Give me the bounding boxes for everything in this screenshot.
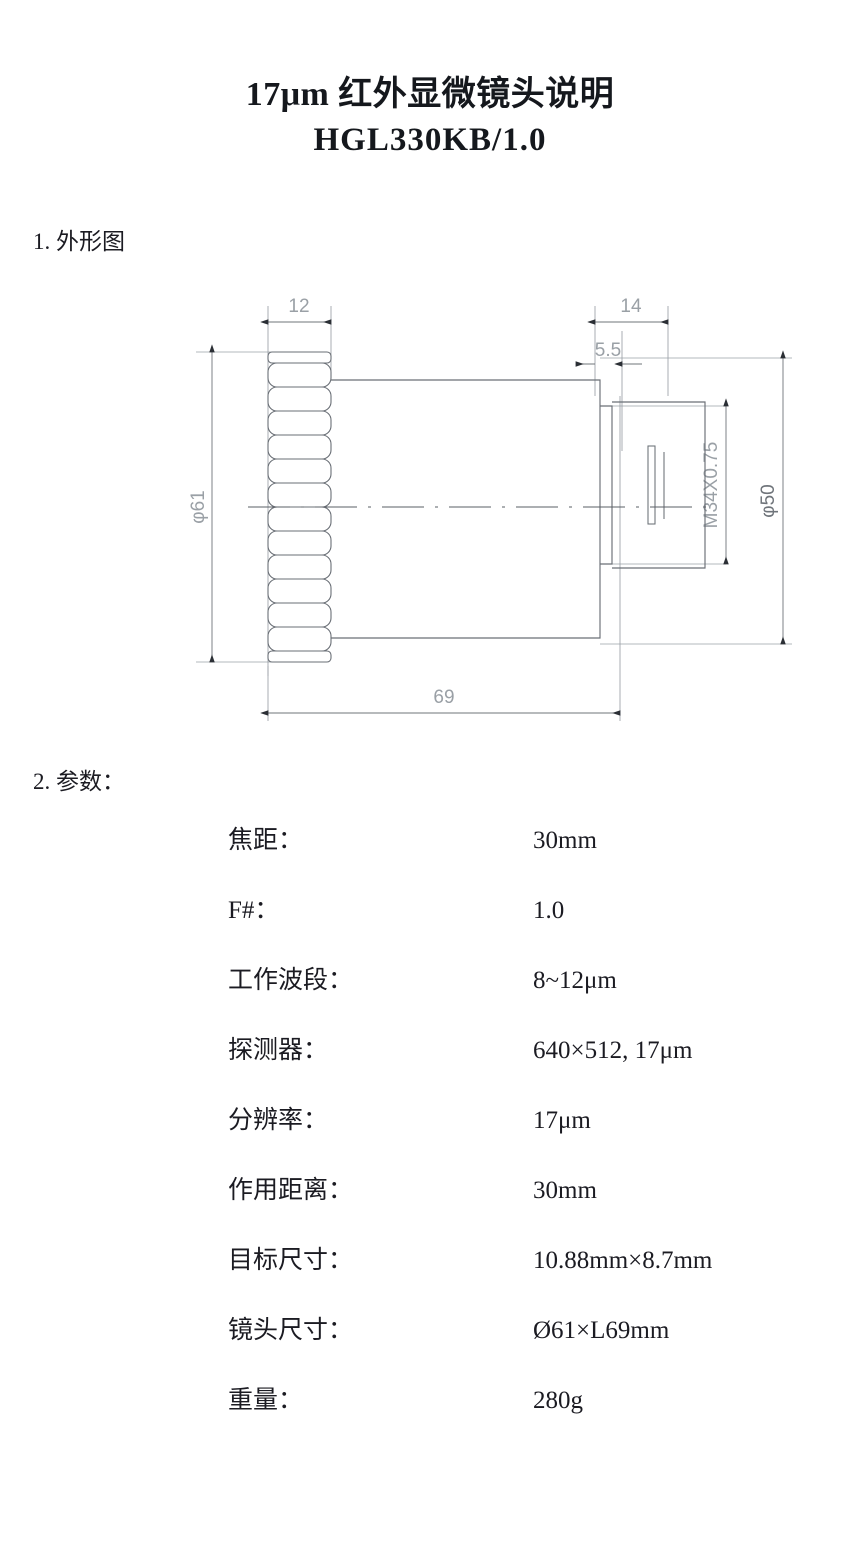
parameter-label: 镜头尺寸： [228,1317,354,1344]
dimension-phi61: φ61 [188,344,215,663]
parameter-value: 30mm [533,1177,597,1204]
parameter-label: 作用距离： [228,1177,354,1204]
parameter-value: 8~12μm [533,967,617,994]
parameter-value: 17μm [533,1107,591,1134]
dimension-thread-label: M34X0.75 [701,442,722,529]
section-heading-parameters: 2. 参数： [33,769,125,794]
parameter-row: 目标尺寸： 10.88mm×8.7mm [228,1240,828,1310]
parameter-label: 目标尺寸： [228,1247,354,1274]
dimension-phi50-label: φ50 [758,484,779,517]
parameter-label: 重量： [228,1387,304,1414]
dimension-phi61-label: φ61 [188,490,209,523]
parameter-row: 探测器： 640×512, 17μm [228,1030,828,1100]
parameter-value: 10.88mm×8.7mm [533,1247,713,1274]
parameter-label: 工作波段： [228,967,354,994]
title-line-2: HGL330KB/1.0 [313,121,547,158]
dimension-69-label: 69 [433,687,454,708]
lens-drawing-svg: 12 14 5.5 φ61 φ50 M34X0.75 69 [188,296,792,721]
dimension-phi50: φ50 [758,350,786,645]
parameter-value: Ø61×L69mm [533,1317,670,1344]
document-title: 17μm 红外显微镜头说明 HGL330KB/1.0 [0,72,860,162]
parameter-row: 工作波段： 8~12μm [228,960,828,1030]
parameter-value: 640×512, 17μm [533,1037,693,1064]
dimension-69: 69 [260,687,621,716]
dimension-14: 14 [587,296,669,325]
knurled-grip-ring [267,351,332,663]
parameter-row: 分辨率： 17μm [228,1100,828,1170]
lens-outline-drawing: 12 14 5.5 φ61 φ50 M34X0.75 69 [0,276,860,746]
parameter-row: 作用距离： 30mm [228,1170,828,1240]
dimension-thread-m34: M34X0.75 [701,398,729,565]
parameter-row: 镜头尺寸： Ø61×L69mm [228,1310,828,1380]
parameter-label: 分辨率： [228,1107,329,1134]
dimension-14-label: 14 [620,296,642,317]
parameter-label: 探测器： [228,1037,329,1064]
dimension-5-5-label: 5.5 [595,340,621,361]
lens-element-marks [647,445,665,525]
title-line-1: 17μm 红外显微镜头说明 [245,76,615,113]
parameter-row: F#： 1.0 [228,890,828,960]
parameter-list: 焦距： 30mm F#： 1.0 工作波段： 8~12μm 探测器： 640×5… [228,820,828,1450]
parameter-value: 1.0 [533,897,565,924]
parameter-row: 焦距： 30mm [228,820,828,890]
dimension-5-5: 5.5 [575,340,642,367]
dimension-12-label: 12 [288,296,309,317]
lens-barrel [331,379,601,639]
parameter-label: 焦距： [228,827,304,854]
parameter-value: 280g [533,1387,583,1414]
lens-rear-mount [600,401,706,569]
section-heading-outline: 1. 外形图 [33,229,125,254]
parameter-label: F#： [228,897,280,924]
parameter-row: 重量： 280g [228,1380,828,1450]
parameter-value: 30mm [533,827,597,854]
dimension-12: 12 [260,296,332,325]
